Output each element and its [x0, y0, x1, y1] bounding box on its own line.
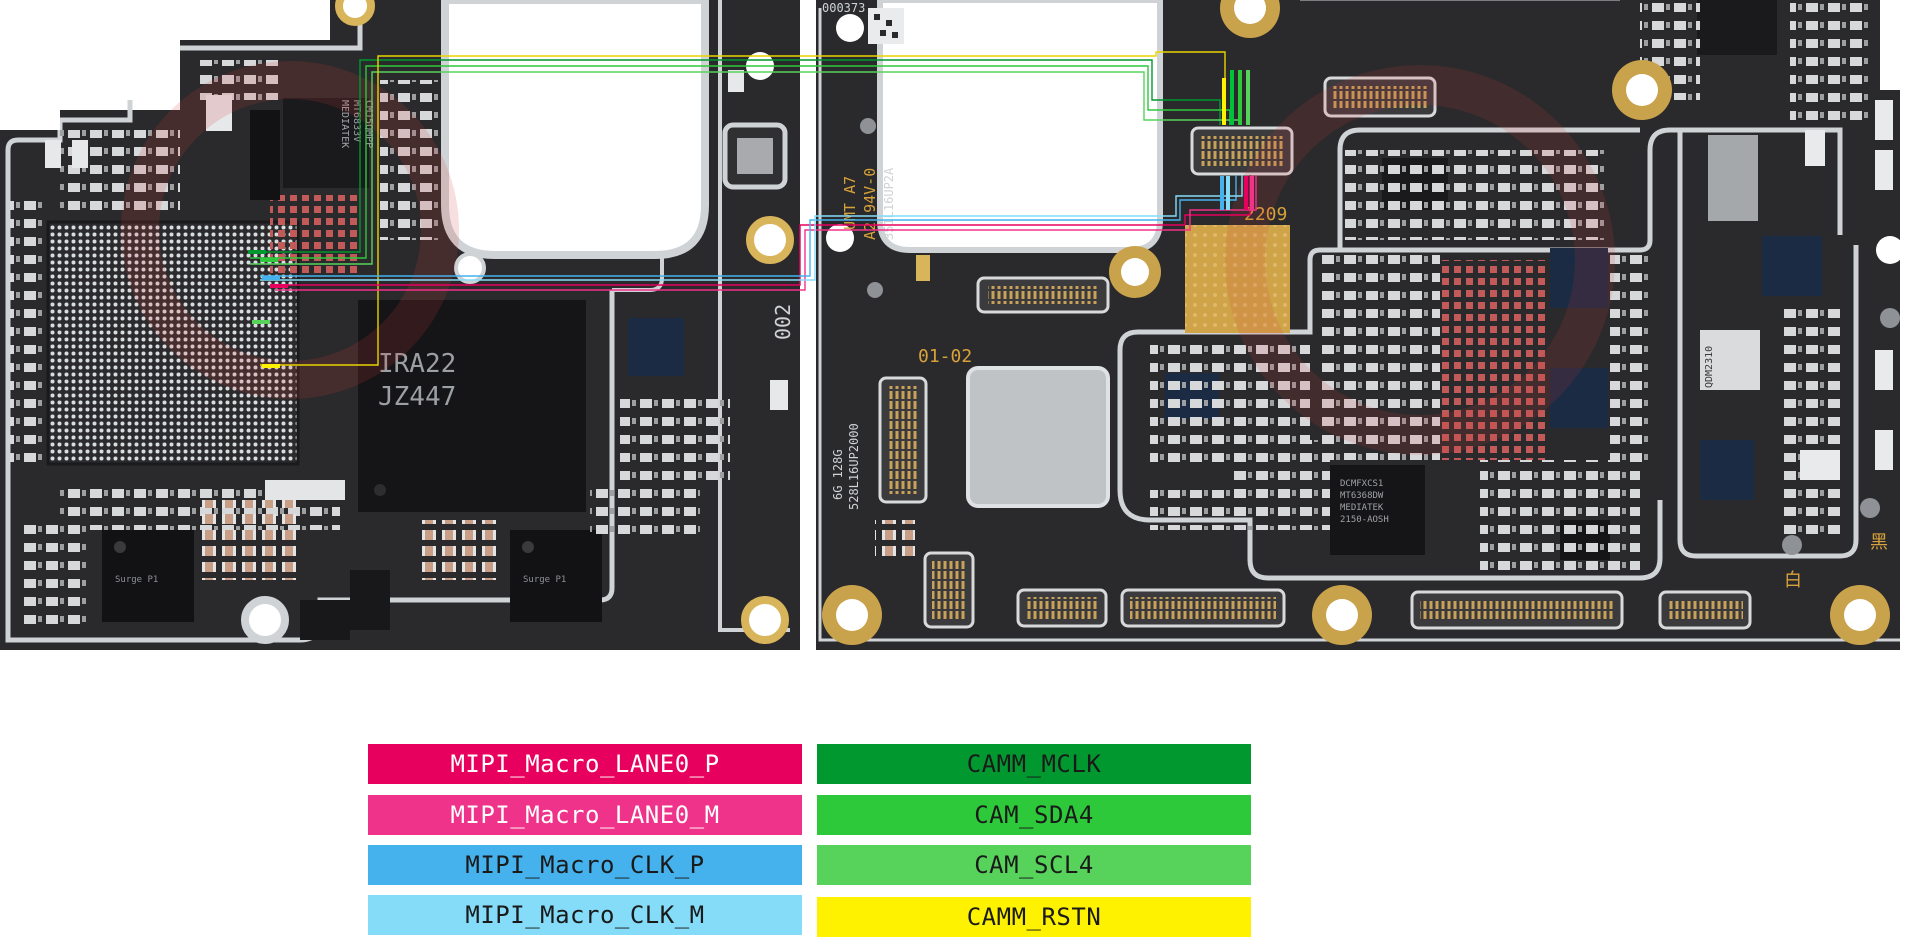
memory-chip [358, 300, 586, 512]
qr-label-box [1700, 330, 1760, 390]
legend-label: MIPI_Macro_LANE0_P [450, 750, 720, 778]
legend-label: CAM_SCL4 [974, 851, 1094, 879]
soc-ball-green-2 [260, 258, 278, 262]
soc-ball-pink [270, 284, 288, 288]
legend-label: MIPI_Macro_CLK_P [465, 851, 705, 879]
soc-ball-yellow [262, 364, 280, 368]
legend-mipi-macro-clk-m: MIPI_Macro_CLK_M [368, 895, 802, 935]
mem-spec-text: 6G 128G [831, 449, 845, 500]
trace-camm-rstn [260, 51, 1226, 366]
right-board: 000373 01-02 2209 UMT A7 A2 94V-0 351L16… [816, 0, 1921, 650]
gold-pad-block [1185, 225, 1290, 333]
mem-chip-label-2: JZ447 [378, 382, 456, 412]
legend-mipi-macro-lane0-m: MIPI_Macro_LANE0_M [368, 795, 802, 835]
legend-camm-mclk: CAMM_MCLK [817, 744, 1251, 784]
trace-lane0-p [275, 175, 1251, 286]
legend-label: CAM_SDA4 [974, 801, 1094, 829]
surge-label-1: Surge P1 [115, 575, 158, 585]
soc-ball-green-3 [252, 320, 270, 324]
date-code-text: 2209 [1244, 204, 1287, 225]
model-c-text: 351L16UP2A [882, 167, 896, 240]
pmic-part-text: MT6368DW [1340, 491, 1384, 501]
pcb-code-text: 528L16UP2000 [847, 423, 861, 510]
legend-label: CAMM_RSTN [966, 903, 1102, 931]
trace-lane0-m [275, 175, 1257, 291]
soc-part-text: MT6833V [351, 100, 362, 142]
mediatek-chip [283, 98, 369, 188]
rev-left-text: 002 [771, 304, 795, 340]
model-a-text: UMT A7 [841, 176, 859, 230]
shield-can [966, 366, 1110, 508]
legend-camm-rstn: CAMM_RSTN [817, 897, 1251, 937]
trace-camm-mclk [250, 59, 1221, 253]
pmic-chip [1330, 465, 1425, 555]
legend-label: MIPI_Macro_CLK_M [465, 901, 705, 929]
pmic-lot-text: 2150-AOSH [1340, 515, 1389, 525]
soc-code-text: CMJ5QMPP [363, 100, 374, 148]
trace-clk-p [260, 175, 1237, 277]
soc-ball-blue [262, 276, 280, 280]
legend-label: MIPI_Macro_LANE0_M [450, 801, 720, 829]
signal-traces [248, 51, 1257, 368]
qr-label-text: QDM2310 [1704, 346, 1715, 388]
pmic-code-text: DCMFXCS1 [1340, 479, 1383, 489]
mem-chip-label-1: IRA22 [378, 349, 456, 379]
soc-bga-pads [48, 222, 298, 464]
legend-mipi-macro-lane0-p: MIPI_Macro_LANE0_P [368, 744, 802, 784]
soc-ball-green-1 [248, 250, 266, 254]
model-b-text: A2 94V-0 [861, 168, 879, 240]
rev-mid-text: 01-02 [918, 346, 972, 367]
legend-label: CAMM_MCLK [966, 750, 1102, 778]
legend-cam-sda4: CAM_SDA4 [817, 795, 1251, 835]
surge-label-2: Surge P1 [523, 575, 566, 585]
left-board: IRA22 JZ447 MEDIATEK MT6833V CMJ5QMPP Su… [0, 0, 800, 650]
serial-text: 000373 [822, 1, 865, 15]
soc-brand-text: MEDIATEK [339, 100, 350, 148]
mtk-small-chip [628, 318, 684, 376]
kanji-white-text: 白 [1784, 570, 1802, 591]
trace-clk-m [260, 175, 1243, 281]
legend-cam-scl4: CAM_SCL4 [817, 845, 1251, 885]
pmic-brand-text: MEDIATEK [1340, 503, 1384, 513]
kanji-black-text: 黑 [1870, 532, 1888, 553]
legend-mipi-macro-clk-p: MIPI_Macro_CLK_P [368, 845, 802, 885]
